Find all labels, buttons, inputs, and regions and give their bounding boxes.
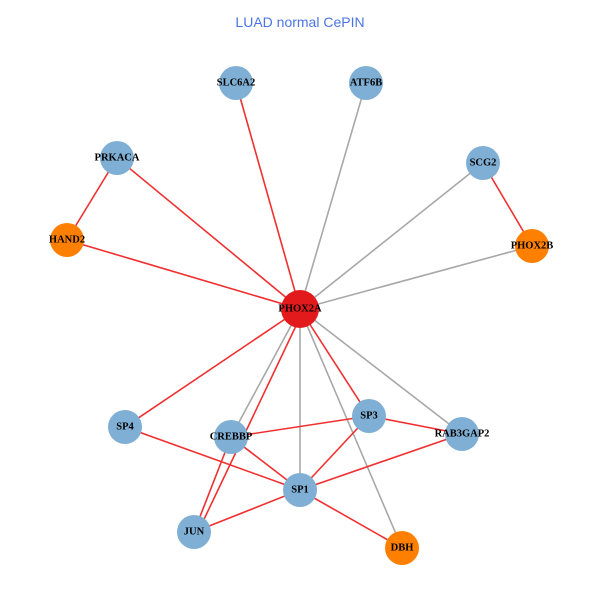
node-circle[interactable] [352, 399, 386, 433]
node-circle[interactable] [445, 417, 479, 451]
node-sp3[interactable]: SP3 [352, 399, 386, 433]
node-label: CREBBP [210, 432, 253, 443]
node-jun[interactable]: JUN [177, 515, 211, 549]
edges-layer [66, 82, 533, 549]
node-phox2a[interactable]: PHOX2A [278, 290, 322, 328]
edge-phox2a-atf6b [299, 82, 367, 310]
node-label: PHOX2B [511, 241, 554, 252]
node-label: PRKACA [95, 153, 140, 164]
edge-phox2a-hand2 [66, 239, 301, 310]
edge-rab3gap2-sp1 [299, 433, 463, 491]
edge-phox2a-jun [197, 308, 305, 533]
node-circle[interactable] [108, 410, 142, 444]
edge-phox2a-prkaca [116, 157, 301, 310]
node-slc6a2[interactable]: SLC6A2 [217, 66, 256, 100]
node-circle[interactable] [283, 473, 317, 507]
node-circle[interactable] [177, 515, 211, 549]
node-label: ATF6B [350, 78, 382, 89]
node-circle[interactable] [50, 223, 84, 257]
node-phox2b[interactable]: PHOX2B [511, 229, 554, 263]
node-label: JUN [184, 527, 205, 538]
edge-crebbp-sp3 [230, 415, 370, 438]
edge-phox2a-phox2b [299, 245, 533, 310]
edge-phox2a-scg2 [299, 162, 484, 310]
node-rab3gap2[interactable]: RAB3GAP2 [435, 417, 490, 451]
node-label: HAND2 [49, 235, 85, 246]
node-crebbp[interactable]: CREBBP [210, 420, 253, 454]
edge-sp1-dbh [299, 489, 403, 549]
node-dbh[interactable]: DBH [385, 531, 419, 565]
node-atf6b[interactable]: ATF6B [349, 66, 383, 100]
edge-phox2a-sp4 [124, 308, 301, 428]
node-label: DBH [391, 543, 414, 554]
graph-title: LUAD normal CePIN [235, 14, 365, 30]
node-label: SLC6A2 [217, 78, 256, 89]
node-label: SP4 [116, 422, 134, 433]
node-circle[interactable] [214, 420, 248, 454]
edge-phox2a-rab3gap2 [299, 308, 463, 435]
node-circle[interactable] [349, 66, 383, 100]
node-circle[interactable] [466, 146, 500, 180]
edge-phox2a-slc6a2 [235, 82, 301, 310]
node-scg2[interactable]: SCG2 [466, 146, 500, 180]
node-circle[interactable] [385, 531, 419, 565]
node-circle[interactable] [100, 141, 134, 175]
edge-phox2a-dbh [299, 308, 403, 549]
node-sp4[interactable]: SP4 [108, 410, 142, 444]
node-label: SP3 [360, 411, 378, 422]
node-circle[interactable] [281, 290, 319, 328]
edge-phox2a-sp3 [299, 308, 370, 417]
edge-jun-sp1 [193, 489, 301, 533]
node-label: RAB3GAP2 [435, 429, 490, 440]
edge-sp4-sp1 [124, 426, 301, 491]
node-label: SP1 [291, 485, 309, 496]
node-hand2[interactable]: HAND2 [49, 223, 85, 257]
node-circle[interactable] [219, 66, 253, 100]
node-sp1[interactable]: SP1 [283, 473, 317, 507]
node-prkaca[interactable]: PRKACA [95, 141, 140, 175]
edge-phox2a-crebbp [230, 308, 301, 438]
node-circle[interactable] [515, 229, 549, 263]
node-label: PHOX2A [278, 304, 322, 315]
node-label: SCG2 [470, 158, 497, 169]
